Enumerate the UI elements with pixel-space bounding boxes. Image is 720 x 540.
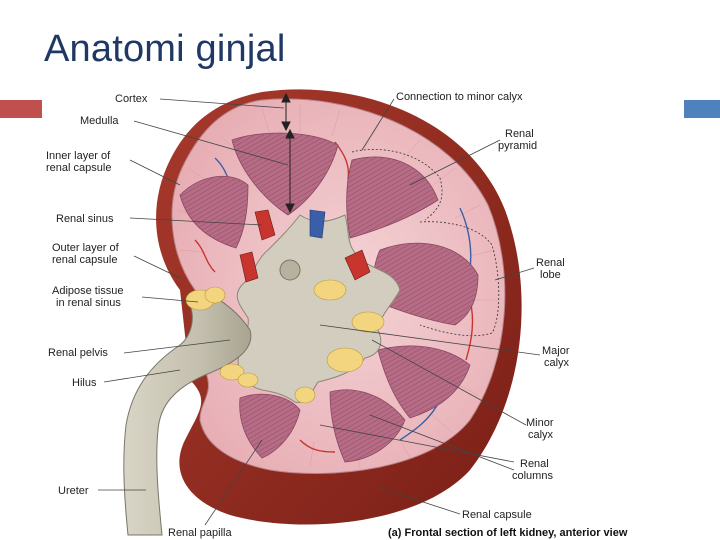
label-renal-pyramid-2: pyramid [498, 140, 537, 152]
pyramid-lower-right [377, 345, 471, 419]
label-major-calyx-2: calyx [544, 357, 570, 369]
label-ureter: Ureter [58, 485, 89, 497]
renal-lobe-outline [419, 221, 500, 337]
label-renal-pyramid-1: Renal [505, 128, 534, 140]
pyramid-upper-right [346, 156, 439, 239]
label-hilus: Hilus [72, 377, 97, 389]
pyramid-bottom-right [329, 389, 406, 463]
accent-bar-right [684, 100, 720, 118]
label-inner-capsule-2: renal capsule [46, 162, 111, 174]
label-renal-pelvis: Renal pelvis [48, 347, 108, 359]
label-inner-capsule-1: Inner layer of [46, 150, 111, 162]
label-medulla: Medulla [80, 115, 119, 127]
label-renal-columns-2: columns [512, 470, 553, 482]
label-major-calyx-1: Major [542, 345, 570, 357]
pyramid-top [231, 132, 339, 216]
slide-title: Anatomi ginjal [44, 28, 286, 70]
label-renal-lobe-2: lobe [540, 269, 561, 281]
label-cortex: Cortex [115, 93, 148, 105]
label-renal-lobe-1: Renal [536, 257, 565, 269]
renal-pyramids [179, 132, 479, 463]
label-outer-capsule-1: Outer layer of [52, 242, 120, 254]
label-outer-capsule-2: renal capsule [52, 254, 117, 266]
figure-caption: (a) Frontal section of left kidney, ante… [388, 527, 628, 539]
leader-lines [98, 98, 541, 526]
pyramid-bottom-left [239, 393, 301, 459]
label-minor-calyx-2: calyx [528, 429, 554, 441]
label-adipose-2: in renal sinus [56, 297, 121, 309]
cortex-medulla-arrows [281, 92, 295, 214]
pelvis-opening [279, 259, 301, 281]
adipose-tissue [185, 279, 385, 404]
pyramid-upper-left [179, 175, 249, 249]
label-connection-minor-calyx: Connection to minor calyx [396, 91, 523, 103]
label-adipose-1: Adipose tissue [52, 285, 124, 297]
renal-pyramid-outline [351, 149, 443, 221]
accent-bar-left [0, 100, 42, 118]
label-renal-columns-1: Renal [520, 458, 549, 470]
sinus-vessels [239, 209, 371, 283]
label-minor-calyx-1: Minor [526, 417, 554, 429]
label-renal-papilla: Renal papilla [168, 527, 232, 539]
ureter [123, 291, 252, 536]
label-renal-sinus: Renal sinus [56, 213, 114, 225]
label-renal-capsule: Renal capsule [462, 509, 532, 521]
